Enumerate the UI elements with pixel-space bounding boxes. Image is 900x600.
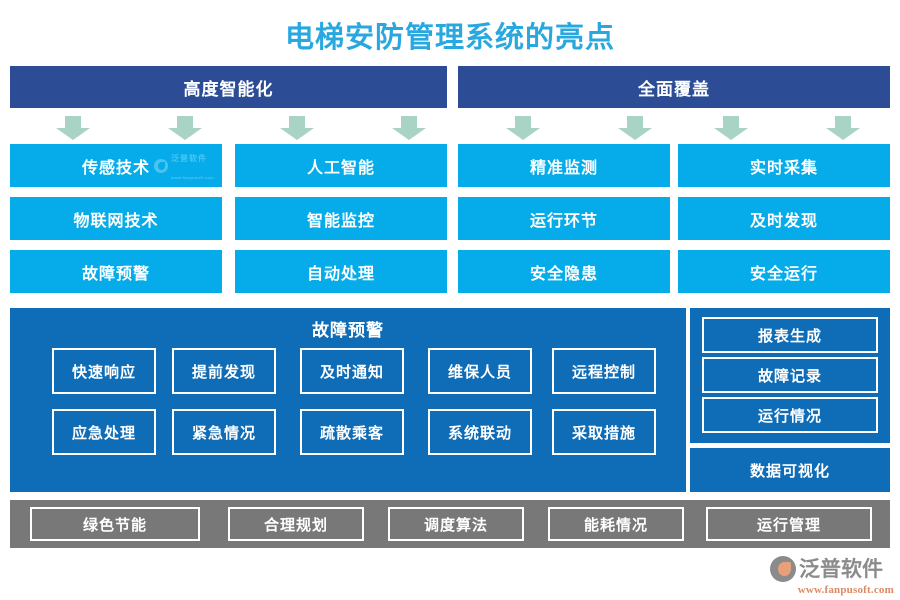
- feature-cell-ai[interactable]: 人工智能: [235, 144, 447, 187]
- feature-label: 实时采集: [749, 159, 818, 177]
- brand-mark-icon: [770, 556, 796, 582]
- header-bar-full-coverage: 全面覆盖: [458, 66, 890, 108]
- panel-cell-label: 提前发现: [191, 363, 256, 381]
- panel-cell-early-detection[interactable]: 提前发现: [172, 348, 276, 394]
- feature-cell-timely-discovery[interactable]: 及时发现: [678, 197, 890, 240]
- panel-cell-maintenance-staff[interactable]: 维保人员: [428, 348, 532, 394]
- header-bar-high-intelligence: 高度智能化: [10, 66, 447, 108]
- bottom-cell-label: 绿色节能: [82, 516, 147, 534]
- feature-label: 智能监控: [306, 212, 375, 230]
- arrow-down-icon: [280, 116, 314, 140]
- feature-label: 精准监测: [529, 159, 598, 177]
- panel-cell-label: 应急处理: [71, 424, 136, 442]
- panel-cell-label: 疏散乘客: [319, 424, 384, 442]
- feature-label: 物联网技术: [73, 212, 159, 230]
- brand-url: www.fanpusoft.com: [797, 584, 894, 596]
- panel-cell-label: 紧急情况: [191, 424, 256, 442]
- panel-cell-label: 系统联动: [447, 424, 512, 442]
- panel-cell-take-measures[interactable]: 采取措施: [552, 409, 656, 455]
- bottom-cell-label: 能耗情况: [583, 516, 648, 534]
- panel-cell-system-linkage[interactable]: 系统联动: [428, 409, 532, 455]
- feature-label: 安全隐患: [529, 265, 598, 283]
- panel-cell-label: 采取措施: [571, 424, 636, 442]
- brand-logo: 泛普软件 www.fanpusoft.com: [770, 556, 894, 596]
- arrow-down-icon: [56, 116, 90, 140]
- feature-cell-operation-link[interactable]: 运行环节: [458, 197, 670, 240]
- feature-label: 传感技术: [81, 159, 150, 177]
- feature-label: 运行环节: [529, 212, 598, 230]
- viz-label-wrap: 数据可视化: [690, 448, 890, 492]
- bottom-cell-label: 运行管理: [756, 516, 821, 534]
- page-title: 电梯安防管理系统的亮点: [284, 20, 615, 54]
- header-label: 高度智能化: [183, 79, 274, 99]
- feature-cell-safe-operation[interactable]: 安全运行: [678, 250, 890, 293]
- side-cell-operation-status[interactable]: 运行情况: [702, 397, 878, 433]
- feature-cell-iot-tech[interactable]: 物联网技术: [10, 197, 222, 240]
- feature-label: 及时发现: [749, 212, 818, 230]
- feature-cell-auto-handling[interactable]: 自动处理: [235, 250, 447, 293]
- bottom-cell-rational-planning[interactable]: 合理规划: [228, 507, 364, 541]
- feature-cell-realtime-collection[interactable]: 实时采集: [678, 144, 890, 187]
- arrow-down-icon: [506, 116, 540, 140]
- panel-cell-timely-notice[interactable]: 及时通知: [300, 348, 404, 394]
- panel-cell-urgent-situation[interactable]: 紧急情况: [172, 409, 276, 455]
- watermark-logo: 泛普软件 www.fanpusoft.com: [154, 148, 214, 184]
- panel-cell-emergency-handling[interactable]: 应急处理: [52, 409, 156, 455]
- panel-cell-label: 快速响应: [71, 363, 136, 381]
- bottom-cell-dispatch-algorithm[interactable]: 调度算法: [388, 507, 524, 541]
- arrow-down-icon: [618, 116, 652, 140]
- panel-cell-label: 及时通知: [319, 363, 384, 381]
- panel-cell-evacuate-passengers[interactable]: 疏散乘客: [300, 409, 404, 455]
- arrow-down-icon: [392, 116, 426, 140]
- bottom-bar: 绿色节能 合理规划 调度算法 能耗情况 运行管理: [10, 500, 890, 548]
- brand-mark-icon: [154, 158, 169, 173]
- arrow-down-icon: [714, 116, 748, 140]
- feature-label: 人工智能: [306, 159, 375, 177]
- fault-warning-panel: 故障预警 快速响应 提前发现 及时通知 维保人员 远程控制 应急处理 紧急情况 …: [10, 308, 686, 492]
- watermark-url: www.fanpusoft.com: [171, 174, 214, 180]
- brand-row: 泛普软件: [770, 556, 894, 582]
- panel-cell-label: 远程控制: [571, 363, 636, 381]
- data-visualization-panel[interactable]: 数据可视化: [690, 448, 890, 492]
- bottom-cell-label: 合理规划: [263, 516, 328, 534]
- side-cell-report-generation[interactable]: 报表生成: [702, 317, 878, 353]
- feature-cell-sensor-tech[interactable]: 传感技术 泛普软件 www.fanpusoft.com: [10, 144, 222, 187]
- feature-label: 故障预警: [81, 265, 150, 283]
- watermark-name: 泛普软件: [171, 153, 208, 163]
- header-label: 全面覆盖: [638, 79, 710, 99]
- bottom-cell-energy-consumption[interactable]: 能耗情况: [548, 507, 684, 541]
- feature-label: 自动处理: [306, 265, 375, 283]
- feature-label: 安全运行: [749, 265, 818, 283]
- feature-cell-fault-warning[interactable]: 故障预警: [10, 250, 222, 293]
- feature-cell-smart-monitoring[interactable]: 智能监控: [235, 197, 447, 240]
- brand-name: 泛普软件: [799, 557, 883, 581]
- arrow-down-icon: [168, 116, 202, 140]
- side-cell-label: 故障记录: [757, 367, 822, 385]
- feature-cell-safety-hazard[interactable]: 安全隐患: [458, 250, 670, 293]
- arrow-down-icon: [826, 116, 860, 140]
- viz-label: 数据可视化: [749, 462, 830, 480]
- panel-cell-label: 维保人员: [447, 363, 512, 381]
- panel-cell-remote-control[interactable]: 远程控制: [552, 348, 656, 394]
- side-cell-fault-record[interactable]: 故障记录: [702, 357, 878, 393]
- side-cell-label: 运行情况: [757, 407, 822, 425]
- bottom-cell-operation-management[interactable]: 运行管理: [706, 507, 872, 541]
- panel-cell-quick-response[interactable]: 快速响应: [52, 348, 156, 394]
- bottom-cell-label: 调度算法: [423, 516, 488, 534]
- bottom-cell-green-energy-saving[interactable]: 绿色节能: [30, 507, 200, 541]
- feature-cell-precise-detection[interactable]: 精准监测: [458, 144, 670, 187]
- reporting-panel: 报表生成 故障记录 运行情况: [690, 308, 890, 443]
- panel-title: 故障预警: [312, 321, 384, 340]
- side-cell-label: 报表生成: [757, 327, 822, 345]
